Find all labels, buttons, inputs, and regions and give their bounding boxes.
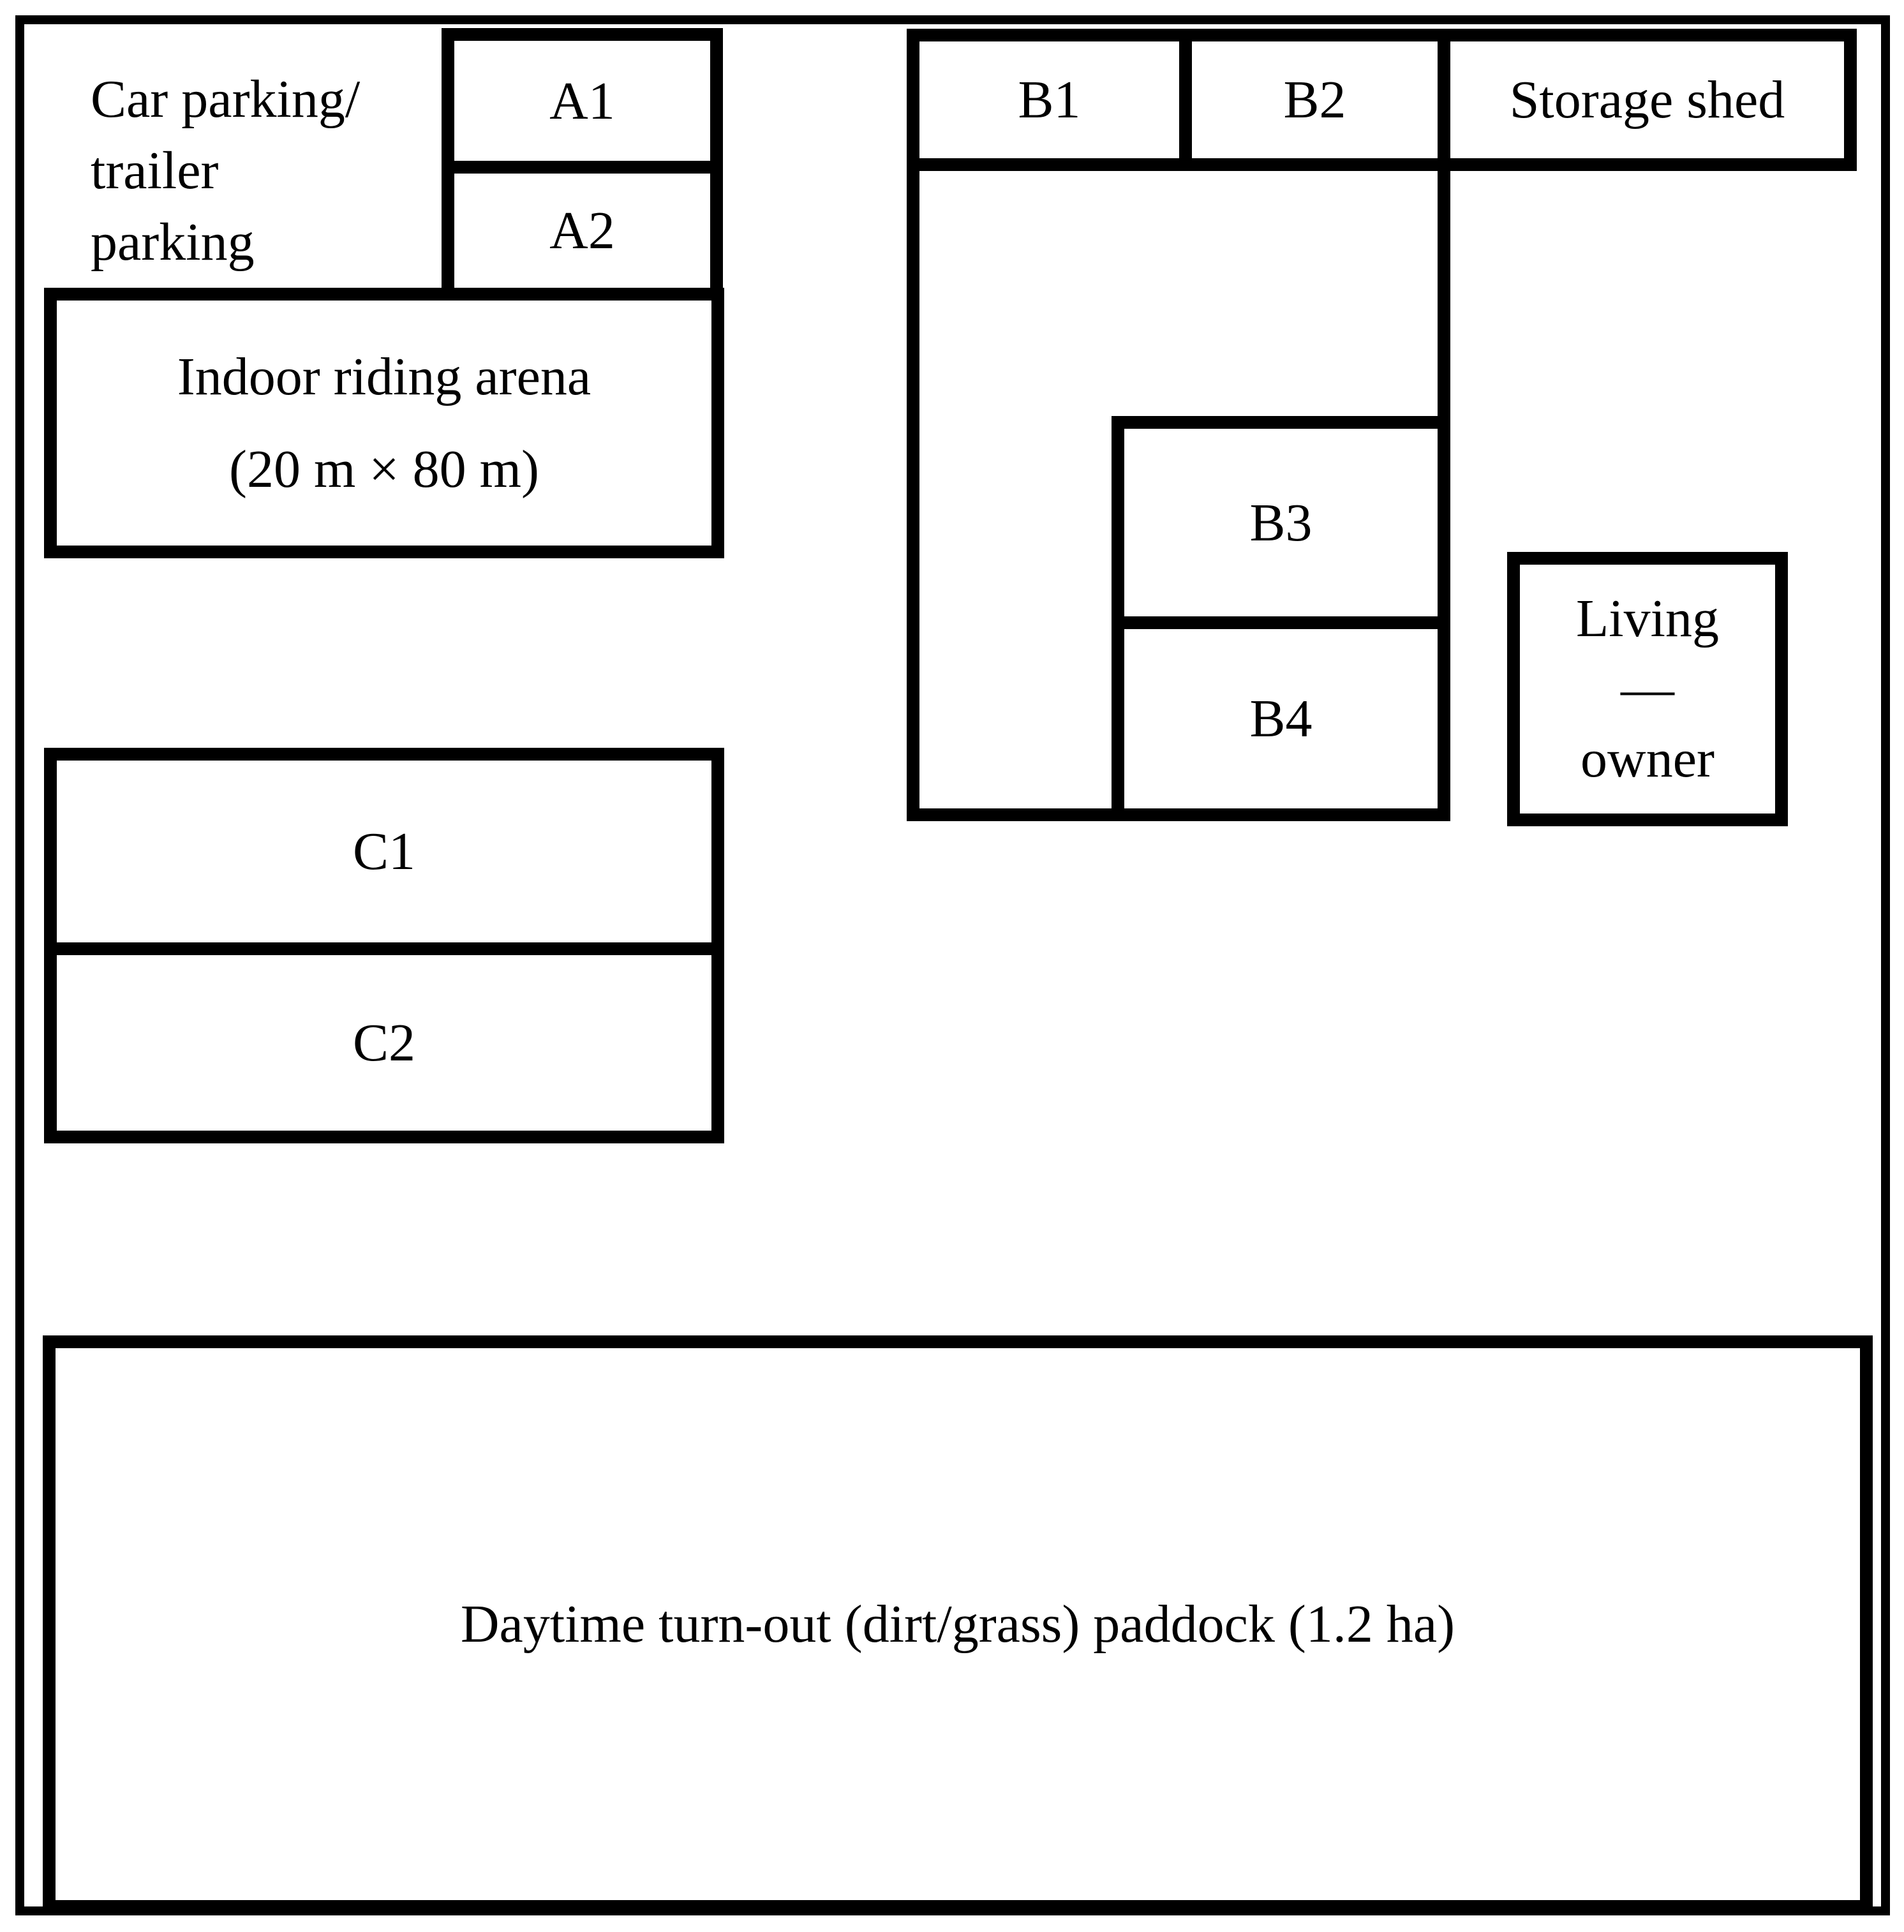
stall-c1: C1 bbox=[57, 761, 711, 942]
living-owner-line-2: — bbox=[1621, 659, 1674, 718]
indoor-riding-arena: Indoor riding arena (20 m × 80 m) bbox=[44, 288, 724, 558]
stall-b3-label: B3 bbox=[1249, 493, 1313, 553]
stall-c1-label: C1 bbox=[352, 822, 416, 881]
stall-b1-label: B1 bbox=[1018, 70, 1081, 130]
stall-block-c: C1 C2 bbox=[44, 748, 724, 1143]
living-owner-house: Living — owner bbox=[1507, 552, 1788, 826]
stall-b4: B4 bbox=[1124, 616, 1438, 808]
stall-block-b34: B3 B4 bbox=[1112, 416, 1450, 821]
car-parking-label: Car parking/ trailer parking bbox=[91, 64, 360, 278]
living-owner-line-3: owner bbox=[1580, 729, 1714, 789]
turnout-paddock: Daytime turn-out (dirt/grass) paddock (1… bbox=[43, 1335, 1873, 1913]
stall-c2: C2 bbox=[57, 942, 711, 1131]
arena-title: Indoor riding arena bbox=[177, 347, 591, 406]
stall-a2-label: A2 bbox=[549, 201, 615, 260]
stall-c2-label: C2 bbox=[352, 1013, 416, 1073]
stall-block-a: A1 A2 bbox=[442, 28, 723, 301]
stall-a1: A1 bbox=[454, 41, 710, 161]
stall-b1: B1 bbox=[919, 41, 1179, 158]
car-parking-line-2: trailer bbox=[91, 141, 219, 200]
stall-b3: B3 bbox=[1124, 429, 1438, 616]
barn-top-row: B1 B2 Storage shed bbox=[907, 29, 1857, 171]
arena-dimensions: (20 m × 80 m) bbox=[229, 440, 539, 499]
stall-a1-label: A1 bbox=[549, 71, 615, 131]
stall-b2: B2 bbox=[1179, 41, 1438, 158]
living-owner-line-1: Living bbox=[1576, 589, 1719, 648]
turnout-paddock-label: Daytime turn-out (dirt/grass) paddock (1… bbox=[460, 1594, 1455, 1654]
car-parking-line-1: Car parking/ bbox=[91, 70, 361, 129]
storage-shed: Storage shed bbox=[1438, 41, 1844, 158]
stall-b4-label: B4 bbox=[1249, 689, 1313, 748]
storage-shed-label: Storage shed bbox=[1509, 70, 1785, 130]
stall-a2: A2 bbox=[454, 161, 710, 288]
stall-b2-label: B2 bbox=[1283, 70, 1346, 130]
car-parking-line-3: parking bbox=[91, 212, 255, 272]
